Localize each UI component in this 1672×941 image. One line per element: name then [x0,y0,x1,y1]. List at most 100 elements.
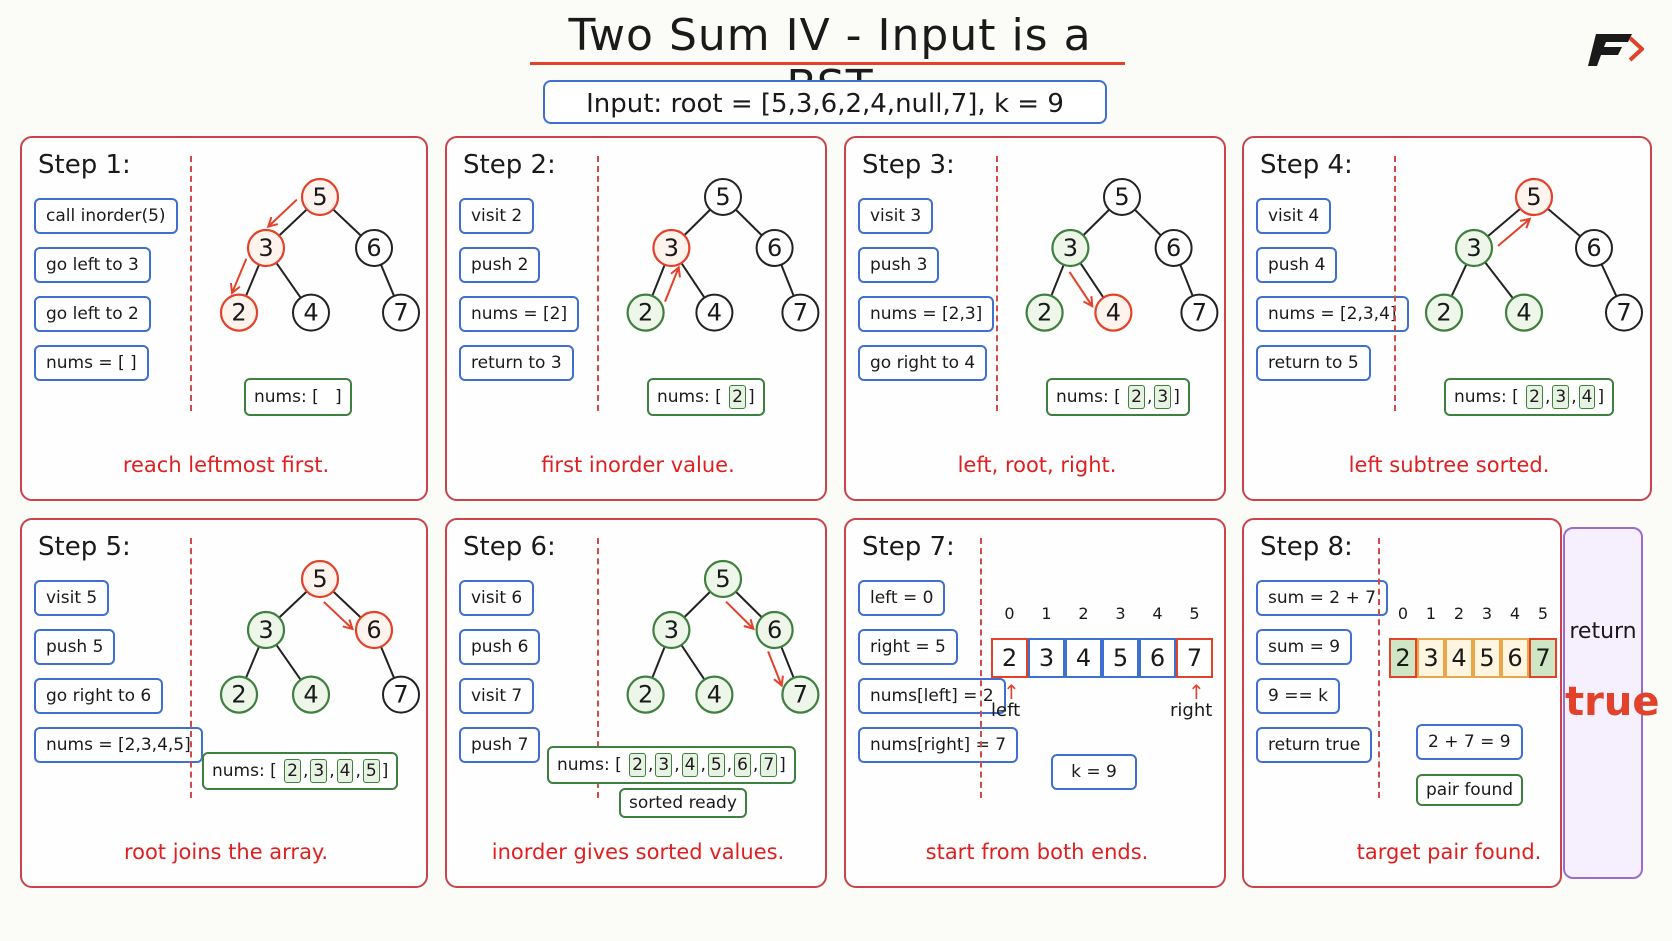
nums-comma: , [674,755,680,775]
traversal-arrowhead [266,216,279,229]
tree-node-label: 6 [366,234,381,262]
nums-label: nums: [1454,387,1507,407]
array-cell: 7 [1529,638,1557,678]
tree-node-label: 7 [393,681,408,709]
nums-cell: 3 [655,753,673,777]
nums-comma: , [1544,387,1551,407]
nums-close-bracket: ] [381,761,389,781]
step-title: Step 6: [463,532,556,562]
tree-node-6 [355,229,393,267]
tree-node-label: 4 [303,681,318,709]
step-op-box: sum = 2 + 7 [1256,580,1388,616]
nums-cell: 3 [1154,385,1172,409]
step-note: inorder gives sorted values. [491,840,785,864]
nums-comma: , [647,755,654,775]
step-op-box: right = 5 [858,629,958,665]
nums-box: nums: [ 2,3,4,5,6,7] [547,746,796,784]
tree-node-label: 4 [303,299,318,327]
step-divider [996,156,998,411]
step-op-box: nums[right] = 7 [858,727,1019,763]
tree-node-label: 2 [1436,299,1451,327]
step-op-box: visit 5 [34,580,110,616]
array-cell: 7 [1176,638,1213,678]
nums-open-bracket: [ [264,761,283,781]
step-title: Step 5: [38,532,131,562]
nums-comma: , [1571,387,1577,407]
tree-node-label: 2 [638,681,653,709]
array-index: 3 [1115,604,1126,623]
traversal-arrowhead [342,619,355,631]
nums-label: nums: [212,761,265,781]
step-op-box: visit 2 [459,198,535,234]
step-divider [980,538,982,798]
nums-cell: 7 [760,753,778,777]
nums-comma: , [700,755,706,775]
step-op-box: return true [1256,727,1373,763]
step-op-box: visit 6 [459,580,535,616]
array-index: 4 [1509,604,1521,623]
step-divider [1394,156,1396,411]
nums-box: nums: [ 2,3,4] [1444,378,1615,416]
nums-cell: 3 [310,759,328,783]
nums-cell: 3 [1552,385,1570,409]
tree-node-6 [1154,229,1193,267]
left-pointer-label: left [991,700,1021,721]
step-note: left, root, right. [957,453,1117,477]
array-cell: 4 [1445,638,1473,678]
nums-close-bracket: ] [1173,387,1180,407]
tree-node-2 [219,675,259,714]
tree-node-7 [382,293,420,332]
step-op-box: return to 3 [459,345,574,381]
tree-node-label: 7 [1616,299,1631,327]
traversal-arrow [725,600,755,630]
tree-node-4 [1504,293,1544,332]
step-note: start from both ends. [925,840,1149,864]
tree-node-4 [695,675,734,714]
step-op-box: go right to 6 [34,678,164,714]
step-divider [190,156,192,411]
array-cell: 4 [1065,638,1102,678]
array-index: 1 [1041,604,1052,623]
traversal-arrow [267,198,298,228]
nums-cell: 5 [707,753,725,777]
right-pointer-arrow: ↑ [1188,680,1205,704]
step-op-box: go left to 2 [34,296,151,332]
step-op-box: nums = [2,3,4,5] [34,727,203,763]
tree-node-2 [219,293,259,332]
tree-node-5 [300,177,340,217]
step-title: Step 3: [862,150,955,180]
nums-open-bracket: [ [1506,387,1525,407]
traversal-arrow [323,601,354,630]
step-op-box: push 2 [459,247,541,283]
tree-node-3 [246,610,286,650]
tree-node-label: 7 [793,681,808,709]
step-title: Step 7: [862,532,955,562]
tree-node-label: 3 [1466,234,1481,262]
nums-comma: , [329,761,335,781]
step-op-box: sum = 9 [1256,629,1353,665]
array-index: 5 [1537,604,1549,623]
tree-node-label: 4 [1106,299,1121,327]
return-value: true [1565,679,1660,725]
tree-node-label: 7 [393,299,408,327]
tree-node-label: 6 [767,616,782,644]
tree-node-3 [246,228,286,268]
nums-close-bracket: ] [1597,387,1605,407]
step-note: root joins the array. [123,840,329,864]
array-cell: 5 [1102,638,1139,678]
tree-node-label: 3 [664,234,679,262]
tree-node-4 [292,293,330,332]
tree-node-label: 5 [1114,183,1129,211]
traversal-arrow [1497,218,1531,247]
nums-label: nums: [657,387,710,407]
tree-node-label: 5 [312,565,327,593]
nums-cell: 4 [336,759,354,783]
step-title: Step 1: [38,150,131,180]
